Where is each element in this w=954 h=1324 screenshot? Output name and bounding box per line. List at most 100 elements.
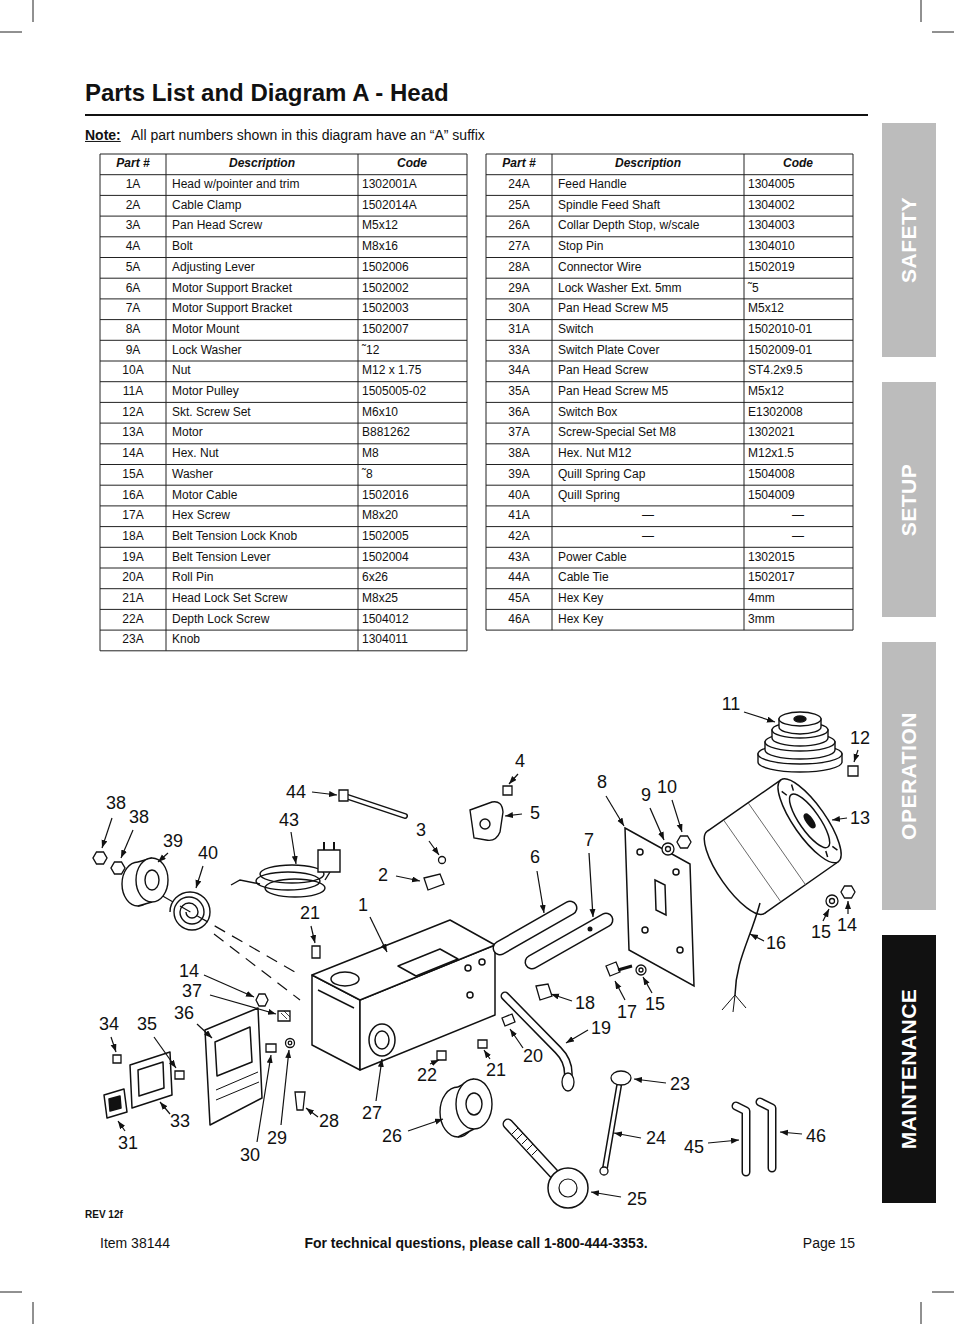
small-hardware-part	[312, 946, 320, 958]
hex-keys-part	[736, 1106, 746, 1172]
small-hardware-part	[175, 1071, 184, 1079]
part-code: ˜5	[748, 282, 759, 296]
power-cable-part	[318, 850, 340, 872]
belt-tension-lever-part	[562, 1073, 574, 1091]
part-number: 10A	[122, 364, 143, 378]
leader-lines-part	[854, 750, 858, 762]
leader-lines-part	[376, 1059, 382, 1101]
belt-tension-lever-part	[505, 996, 568, 1078]
part-description: Bolt	[172, 240, 193, 254]
part-description: Spindle Feed Shaft	[558, 199, 660, 213]
callout-number: 21	[300, 903, 320, 924]
part-description: Depth Lock Screw	[172, 613, 269, 627]
leader-lines-part	[750, 934, 764, 941]
part-description: Hex. Nut M12	[558, 447, 631, 461]
part-number: 15A	[122, 468, 143, 482]
part-code: 1502019	[748, 261, 795, 275]
quill-spring-cap-part	[93, 852, 107, 864]
spindle-shaft-part	[508, 1124, 556, 1176]
part-code: 1504009	[748, 489, 795, 503]
part-number: 44A	[508, 571, 529, 585]
table-rule	[486, 154, 487, 630]
leader-lines-part	[196, 866, 203, 888]
part-code: 1502010-01	[748, 323, 812, 337]
feed-handle-part	[600, 1167, 608, 1175]
leader-lines-part	[121, 830, 133, 858]
callout-number: 14	[837, 915, 857, 936]
belt-tension-lever-part	[505, 996, 568, 1078]
callout-number: 37	[182, 981, 202, 1002]
tab-label: OPERATION	[897, 712, 920, 840]
part-code: 1302021	[748, 427, 795, 441]
table-rule	[100, 568, 467, 569]
support-line: For technical questions, please call 1-8…	[304, 1235, 647, 1251]
part-number: 17A	[122, 509, 143, 523]
section-tab: SAFETY	[882, 123, 936, 357]
callout-number: 38	[106, 793, 126, 814]
table-rule	[358, 154, 359, 651]
table-grid	[100, 154, 853, 651]
table-rule	[166, 154, 167, 651]
leader-lines-part	[643, 977, 652, 993]
leader-lines-part	[606, 796, 624, 826]
support-rods	[500, 908, 606, 962]
spindle-shaft-part	[512, 1128, 538, 1155]
motor-pulley-part	[794, 716, 806, 722]
support-rods-part	[532, 920, 606, 962]
switch-box-part	[216, 1072, 259, 1100]
quill-spring	[170, 892, 210, 930]
callout-number: 44	[286, 782, 306, 803]
motor-mount-part	[673, 869, 679, 875]
leader-lines-part	[154, 1037, 176, 1068]
hex-keys	[736, 1102, 772, 1172]
callout-number: 33	[170, 1111, 190, 1132]
leader-lines-part	[650, 808, 664, 840]
leader-lines-part	[634, 1079, 666, 1083]
leader-lines-part	[204, 975, 254, 997]
nut-washer	[662, 836, 691, 855]
part-number: 40A	[508, 489, 529, 503]
table-rule	[100, 340, 467, 341]
feed-handle-part	[605, 1086, 619, 1168]
part-number: 9A	[126, 344, 141, 358]
part-code: 1502004	[362, 551, 409, 565]
motor-part	[783, 789, 836, 853]
table-rule	[486, 402, 853, 403]
part-number: 37A	[508, 427, 529, 441]
table-rule	[486, 257, 853, 258]
leader-lines-part	[832, 818, 847, 820]
part-number: 36A	[508, 406, 529, 420]
power-cable-part	[265, 879, 325, 897]
table-rule	[100, 154, 101, 651]
part-code: ˜8	[362, 468, 373, 482]
part-code: 1502009-01	[748, 344, 812, 358]
leader-lines-part	[744, 712, 775, 722]
table-rule	[100, 443, 467, 444]
part-number: 23A	[122, 634, 143, 648]
table-rule	[486, 174, 853, 175]
spindle-shaft-part	[508, 1124, 556, 1176]
cable-tie-part	[345, 796, 405, 816]
leader-lines-part	[847, 901, 848, 914]
support-rods-part	[532, 920, 606, 962]
leader-lines-part	[158, 853, 168, 862]
leader-lines	[102, 712, 858, 1197]
table-rule	[853, 154, 854, 630]
table-rule	[100, 257, 467, 258]
part-code: 1304003	[748, 220, 795, 234]
table-rule	[100, 547, 467, 548]
table-rule	[486, 568, 853, 569]
part-number: 11A	[123, 385, 143, 399]
page-title: Parts List and Diagram A - Head	[85, 79, 449, 107]
part-description: Nut	[172, 364, 191, 378]
table-rule	[486, 236, 853, 237]
table-rule	[744, 154, 745, 630]
part-code: 1302001A	[362, 178, 417, 192]
leader-lines-part	[510, 1029, 523, 1048]
part-number: 45A	[508, 592, 529, 606]
table-rule	[486, 630, 853, 631]
head-casting	[312, 920, 495, 1070]
part-code: 3mm	[748, 613, 775, 627]
collar-part	[456, 1079, 492, 1129]
part-description: Collar Depth Stop, w/scale	[558, 220, 699, 234]
